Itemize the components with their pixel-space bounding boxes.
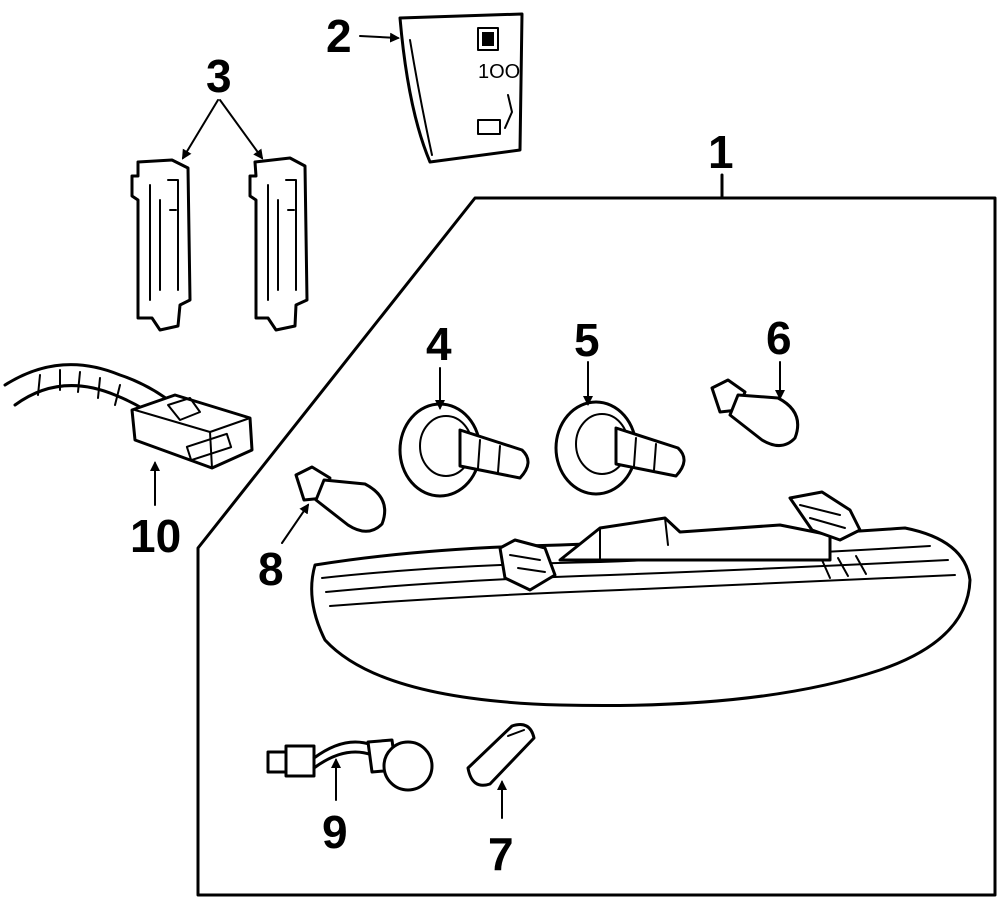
assembly-outline: [196, 196, 997, 897]
callout-9: 9: [322, 806, 348, 858]
callout-7: 7: [488, 828, 514, 880]
callout-8-arrow: [281, 503, 310, 544]
part-2-label: 1OO: [398, 12, 524, 164]
callout-6: 6: [766, 312, 792, 364]
label-text: 1OO: [478, 61, 520, 83]
callout-5: 5: [574, 314, 600, 366]
callout-1: 1: [708, 126, 734, 178]
callout-3-arrow-left: [181, 99, 219, 160]
part-6-bulb: [710, 378, 800, 447]
callout-2: 2: [326, 10, 352, 62]
part-7-marker-lens: [466, 723, 536, 787]
callout-3: 3: [206, 50, 232, 102]
part-4-bulb: [398, 402, 530, 498]
headlamp-housing: [310, 490, 972, 708]
part-3-bracket-right: [248, 156, 309, 332]
part-10-harness-connector: [3, 363, 254, 470]
part-8-bulb: [294, 465, 387, 533]
part-5-bulb: [554, 400, 686, 496]
callout-10: 10: [130, 510, 181, 562]
callout-8: 8: [258, 543, 284, 595]
part-3-bracket-left: [130, 158, 192, 332]
callout-3-arrow-right: [219, 99, 264, 160]
part-9-socket-pigtail: [266, 738, 434, 792]
callout-2-arrow: [359, 32, 400, 43]
callout-4: 4: [426, 318, 452, 370]
